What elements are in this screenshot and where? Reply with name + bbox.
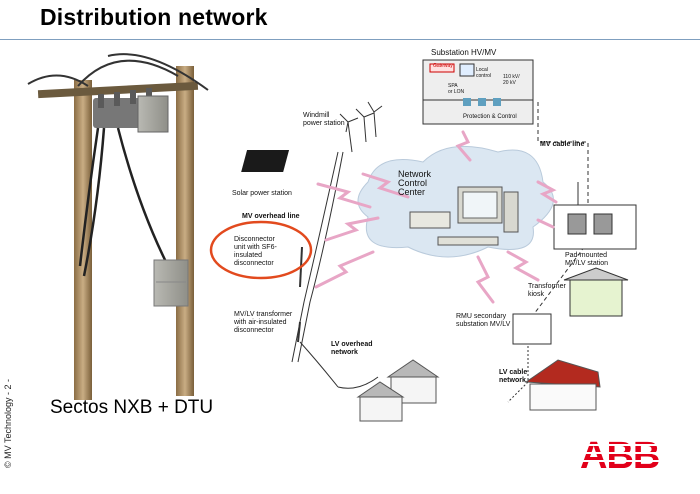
pole-mounted-switch-photo: [27, 53, 209, 400]
local-control-label: Local control: [476, 67, 492, 79]
protection-control-label: Protection & Control: [463, 114, 517, 120]
windmill-label: Windmill power station: [303, 112, 345, 127]
photo-caption: Sectos NXB + DTU: [50, 397, 214, 418]
spa-lon-label: SPA or LON: [448, 83, 465, 95]
copyright-note: © MV Technology - 2 -: [3, 378, 13, 468]
windmills: [339, 101, 383, 153]
mv-overhead-label: MV overhead line: [242, 213, 300, 220]
keyboard: [437, 236, 499, 246]
gateway-label: Gateway: [433, 63, 453, 69]
lv-overhead-label: LV overhead network: [331, 341, 373, 356]
abb-logo: ABB: [580, 436, 666, 472]
communication-links: [314, 130, 558, 304]
houses: [356, 359, 601, 422]
substation-label: Substation HV/MV: [431, 48, 497, 57]
lv-cable-label: LV cable network: [499, 369, 528, 384]
network-control-center-label: Network Control Center: [398, 169, 432, 197]
rmu-substation: [512, 313, 552, 345]
mv-lv-transformer-label: MV/LV transformer with air-insulated dis…: [234, 311, 293, 334]
pad-mounted-label: Pad-mounted MV/LV station: [565, 252, 609, 267]
distribution-network-diagram: [209, 59, 637, 422]
solar-label: Solar power station: [232, 190, 292, 197]
solar-panel: [241, 150, 290, 172]
voltage-label: 110 kV/ 20 kV: [503, 74, 520, 86]
mv-cable-label: MV cable line: [540, 141, 585, 148]
title-divider: [0, 39, 700, 40]
cpu-tower: [503, 191, 519, 233]
rmu-label: RMU secondary substation MV/LV: [456, 313, 511, 328]
printer: [409, 211, 451, 229]
disconnector-label: Disconnector unit with SF6- insulated di…: [234, 236, 277, 267]
transformer-kiosk-label: Transformer kiosk: [528, 283, 566, 298]
disconnector-highlight: [209, 220, 313, 280]
slide-title: Distribution network: [40, 4, 268, 30]
transformer-kiosk: [569, 279, 623, 317]
